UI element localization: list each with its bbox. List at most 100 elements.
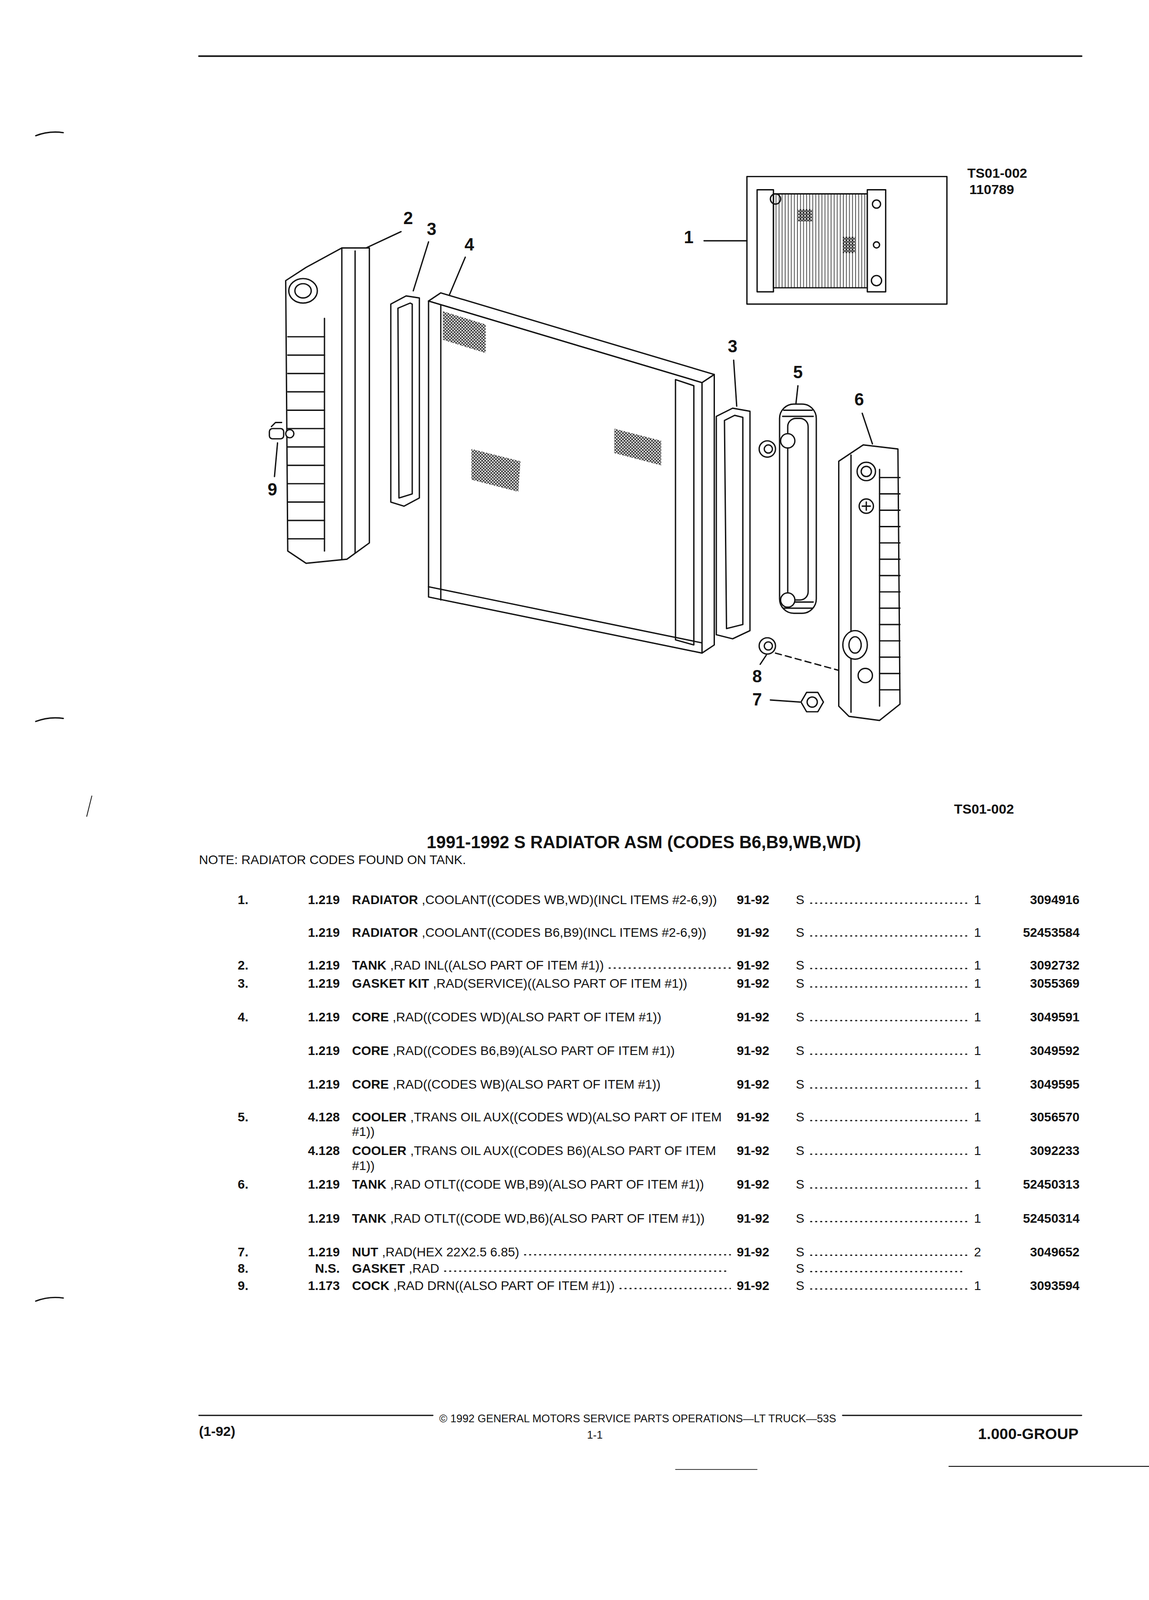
outlet-tank (861, 466, 872, 477)
dot-leader (810, 1187, 968, 1189)
callout-number: 9 (267, 479, 278, 500)
item-number: 3. (237, 976, 249, 991)
part-number: 3093594 (1029, 1278, 1080, 1294)
leader-line (449, 257, 466, 296)
callout-number: 6 (854, 389, 865, 410)
outlet-tank (838, 444, 900, 721)
trans-oil-cooler (780, 592, 795, 607)
quantity: 1 (974, 958, 982, 973)
part-description: ,RAD DRN((ALSO PART OF ITEM #1)) (393, 1278, 615, 1293)
radiator-nut (807, 696, 818, 707)
series-code: S (795, 958, 805, 973)
outlet-tank (857, 462, 876, 481)
leader-line (274, 231, 873, 703)
quantity: 1 (974, 1143, 982, 1159)
part-description: ,TRANS OIL AUX((CODES B6)(ALSO PART OF I… (352, 1143, 717, 1173)
callout-number: 3 (426, 219, 437, 240)
group-code: 1.219 (308, 925, 340, 940)
sheet-date: 110789 (969, 181, 1015, 198)
outlet-tank (879, 469, 881, 707)
leader-line (770, 699, 800, 702)
part-name: NUT (352, 1244, 379, 1259)
outlet-tank (842, 630, 868, 660)
callout-number: 2 (403, 208, 413, 229)
inlet-tank (354, 250, 356, 554)
callout-number: 4 (464, 234, 475, 255)
model-years: 91-92 (736, 1109, 770, 1125)
tank-gasket (716, 408, 750, 639)
group-code: 4.128 (308, 1109, 340, 1125)
series-code: S (795, 1177, 805, 1192)
radiator-core (471, 449, 521, 492)
leader-line (704, 239, 747, 242)
model-years: 91-92 (736, 976, 770, 991)
cooler-gasket (764, 444, 773, 454)
leader-line (274, 442, 278, 477)
dot-leader (810, 1119, 968, 1122)
trans-oil-cooler (779, 404, 817, 614)
model-years: 91-92 (736, 1211, 770, 1226)
dot-leader (810, 1087, 968, 1089)
inset-radiator (872, 199, 881, 209)
quantity: 1 (974, 1177, 982, 1192)
item-number: 8. (237, 1261, 249, 1276)
model-years: 91-92 (736, 958, 770, 973)
callout-number: 8 (752, 666, 762, 687)
outlet-tank (859, 499, 874, 514)
punch-mark (35, 1297, 64, 1301)
outlet-tank (838, 444, 900, 721)
quantity: 1 (974, 976, 982, 991)
group-code: 1.219 (308, 1211, 340, 1226)
part-description: ,RAD OTLT((CODE WB,B9)(ALSO PART OF ITEM… (390, 1177, 705, 1192)
dot-leader (810, 1270, 965, 1273)
radiator-core (614, 428, 661, 466)
dot-leader (524, 1253, 731, 1256)
part-number: 3049592 (1029, 1043, 1080, 1059)
model-years: 91-92 (736, 1043, 770, 1059)
item-number: 5. (237, 1109, 249, 1125)
part-number: 3055369 (1029, 976, 1080, 991)
group-code: 1.219 (308, 958, 340, 973)
radiator-core (428, 300, 703, 654)
cooler-gasket (759, 637, 776, 655)
cooler-gasket (759, 440, 776, 458)
outlet-tank (849, 636, 862, 654)
description-cell: NUT,RAD(HEX 22X2.5 6.85) (352, 1244, 727, 1260)
radiator-nut (800, 692, 824, 712)
revision-date: (1-92) (199, 1423, 236, 1440)
inset-radiator (871, 275, 882, 286)
inlet-tank (341, 248, 343, 560)
inset-radiator (746, 176, 947, 305)
drain-cock (271, 422, 282, 427)
part-number: 52450314 (1023, 1211, 1080, 1226)
series-code: S (795, 1278, 805, 1294)
leader-line (413, 241, 429, 291)
inlet-tank (287, 336, 325, 540)
inlet-tank (288, 278, 318, 304)
dot-leader (619, 1287, 731, 1289)
quantity: 1 (974, 1211, 982, 1226)
description-cell: GASKET,RAD (352, 1261, 727, 1276)
part-number: 3049595 (1029, 1077, 1080, 1092)
radiator-core (428, 292, 715, 653)
group-code: 4.128 (308, 1143, 340, 1159)
part-description: ,RAD((CODES WB)(ALSO PART OF ITEM #1)) (392, 1077, 661, 1092)
quantity: 1 (974, 1043, 982, 1059)
punch-mark (35, 132, 92, 1302)
dot-leader (810, 1053, 968, 1055)
part-number: 3049652 (1029, 1244, 1080, 1260)
drain-cock (269, 422, 295, 439)
note: NOTE: RADIATOR CODES FOUND ON TANK. (199, 852, 467, 868)
page-title: 1991-1992 S RADIATOR ASM (CODES B6,B9,WB… (426, 832, 862, 853)
part-description: ,RAD OTLT((CODE WD,B6)(ALSO PART OF ITEM… (390, 1211, 705, 1226)
model-years: 91-92 (736, 1177, 770, 1192)
callout-number: 3 (727, 336, 738, 357)
inset-radiator (798, 209, 813, 222)
description-cell: TANK,RAD OTLT((CODE WB,B9)(ALSO PART OF … (352, 1177, 727, 1192)
part-name: COOLER (352, 1143, 407, 1158)
punch-mark (35, 132, 64, 136)
series-code: S (795, 1043, 805, 1059)
cooler-gasket (759, 440, 776, 655)
